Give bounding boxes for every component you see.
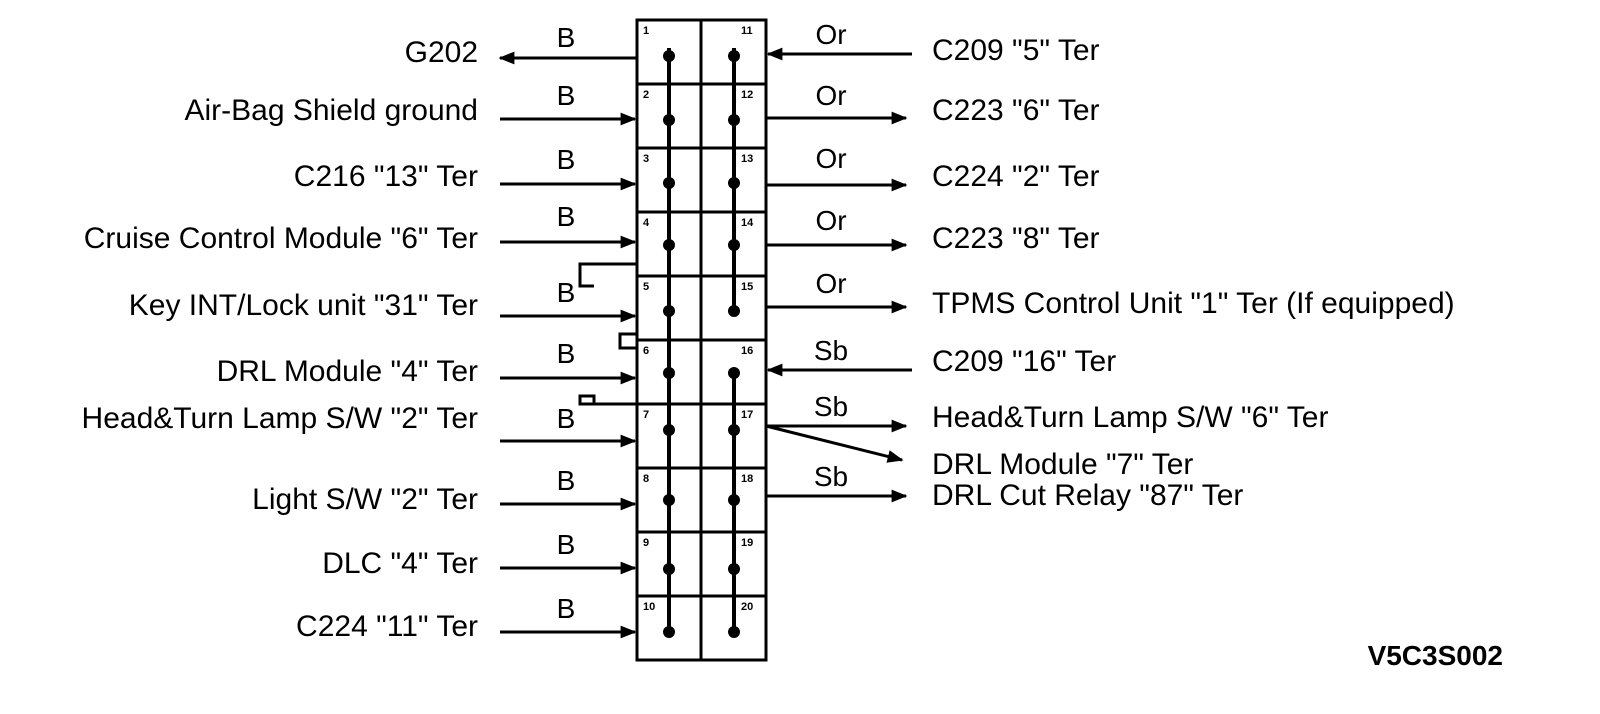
diagram-code: V5C3S002 (1368, 640, 1503, 671)
left-label-4: Cruise Control Module "6" Ter (84, 222, 478, 255)
left-label-5: Key INT/Lock unit "31" Ter (129, 289, 478, 322)
wire-color-14: Or (815, 205, 846, 236)
right-label-17: Head&Turn Lamp S/W "6" Ter (932, 401, 1328, 434)
right-label-17-branch: DRL Module "7" Ter (932, 448, 1193, 481)
pin-number-11: 11 (741, 25, 753, 37)
pin-dot-11 (728, 50, 740, 62)
left-label-1: G202 (405, 36, 478, 69)
wire-color-9: B (557, 529, 576, 560)
pin-number-15: 15 (741, 281, 753, 293)
right-label-16: C209 "16" Ter (932, 345, 1116, 378)
pin-dot-7 (663, 424, 675, 436)
pin-dot-13 (728, 177, 740, 189)
wire-color-16: Sb (814, 335, 848, 366)
wire-color-15: Or (815, 268, 846, 299)
pin-dot-4 (663, 239, 675, 251)
pin-dot-17 (728, 424, 740, 436)
pin-number-18: 18 (741, 473, 753, 485)
jumper-5-6 (618, 332, 637, 350)
pin-number-14: 14 (741, 217, 754, 229)
pin-number-10: 10 (643, 601, 655, 613)
pin-dot-3 (663, 177, 675, 189)
left-label-2: Air-Bag Shield ground (184, 94, 478, 127)
pin-dot-2 (663, 114, 675, 126)
pin-number-4: 4 (643, 217, 650, 229)
right-label-12: C223 "6" Ter (932, 94, 1100, 127)
pin-dot-20 (728, 626, 740, 638)
wire-color-7: B (557, 403, 576, 434)
pin-dot-14 (728, 239, 740, 251)
pin-number-17: 17 (741, 409, 753, 421)
pin-dot-9 (663, 563, 675, 575)
pin-number-3: 3 (643, 153, 649, 165)
jumper-6-7 (578, 394, 637, 406)
pin-dot-10 (663, 626, 675, 638)
right-label-14: C223 "8" Ter (932, 222, 1100, 255)
wire-color-13: Or (815, 143, 846, 174)
pin-dot-18 (728, 494, 740, 506)
left-label-10: C224 "11" Ter (296, 610, 478, 643)
pin-number-1: 1 (643, 25, 649, 37)
pin-number-2: 2 (643, 89, 649, 101)
wire-arrow-17-branch (765, 424, 904, 463)
pin-number-7: 7 (643, 409, 649, 421)
right-label-11: C209 "5" Ter (932, 34, 1100, 67)
wire-color-12: Or (815, 80, 846, 111)
wire-color-17: Sb (814, 391, 848, 422)
pin-number-8: 8 (643, 473, 649, 485)
pin-number-6: 6 (643, 345, 649, 357)
pin-number-16: 16 (741, 345, 753, 357)
left-label-6: DRL Module "4" Ter (217, 355, 478, 388)
wire-color-10: B (557, 593, 576, 624)
wire-color-6: B (557, 338, 576, 369)
pin-dot-6 (663, 367, 675, 379)
pin-number-19: 19 (741, 537, 753, 549)
right-label-13: C224 "2" Ter (932, 160, 1100, 193)
pin-number-20: 20 (741, 601, 753, 613)
wire-color-1: B (557, 22, 576, 53)
left-label-7: Head&Turn Lamp S/W "2" Ter (82, 402, 478, 435)
pin-dot-12 (728, 114, 740, 126)
pin-dot-8 (663, 494, 675, 506)
wire-color-2: B (557, 80, 576, 111)
left-label-3: C216 "13" Ter (294, 160, 478, 193)
left-label-9: DLC "4" Ter (322, 547, 478, 580)
wire-color-8: B (557, 465, 576, 496)
pin-dot-1 (663, 50, 675, 62)
wire-color-18: Sb (814, 461, 848, 492)
pin-dot-5 (663, 305, 675, 317)
pin-number-13: 13 (741, 153, 753, 165)
right-label-18: DRL Cut Relay "87" Ter (932, 479, 1243, 512)
pin-number-5: 5 (643, 281, 649, 293)
pin-number-9: 9 (643, 537, 649, 549)
right-label-15: TPMS Control Unit "1" Ter (If equipped) (932, 287, 1455, 320)
wire-color-3: B (557, 144, 576, 175)
wire-color-5: B (557, 277, 576, 308)
jumper-4-5 (578, 262, 637, 288)
pin-number-12: 12 (741, 89, 753, 101)
pin-dot-16 (728, 367, 740, 379)
wire-color-11: Or (815, 19, 846, 50)
pin-dot-15 (728, 305, 740, 317)
pin-dot-19 (728, 563, 740, 575)
left-label-8: Light S/W "2" Ter (252, 483, 478, 516)
wire-color-4: B (557, 201, 576, 232)
